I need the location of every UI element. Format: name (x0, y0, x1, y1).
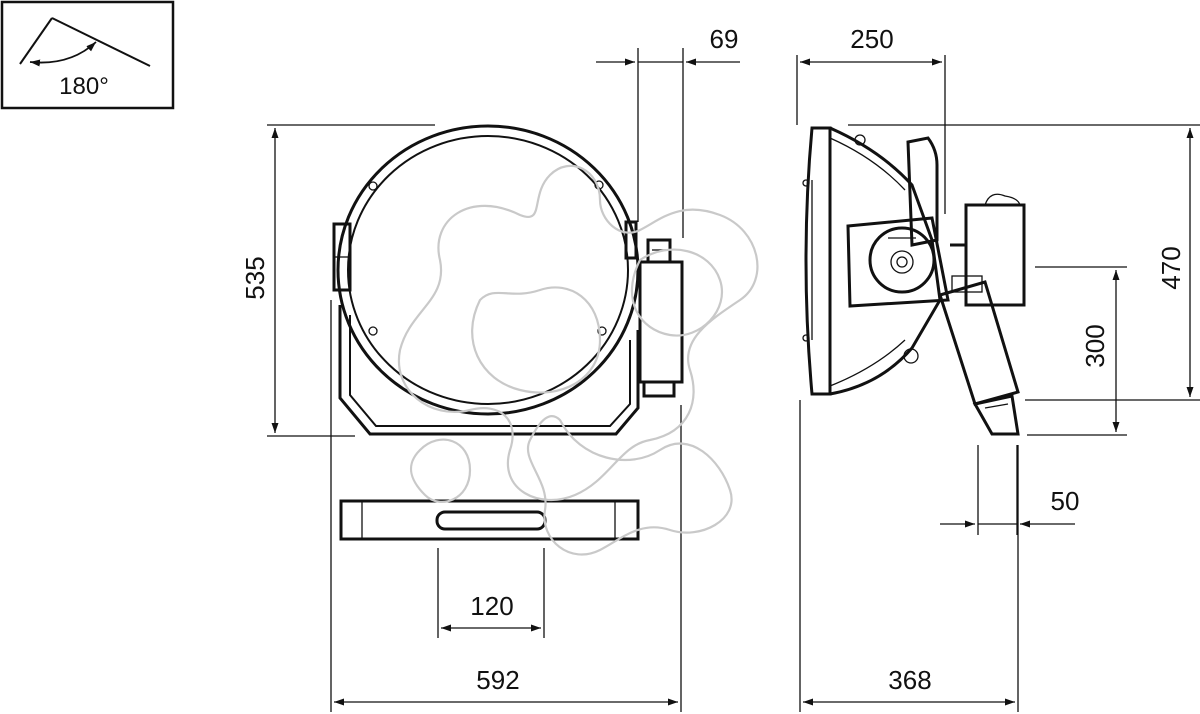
dim-side-depth: 368 (888, 665, 931, 695)
rotation-angle-label: 180° (59, 73, 109, 100)
dim-front-width: 592 (476, 665, 519, 695)
dim-side-depth-top: 250 (850, 24, 893, 54)
dim-bracket-offset: 69 (710, 24, 739, 54)
dim-front-height: 535 (240, 256, 270, 299)
front-view-floodlight (332, 124, 684, 436)
dim-slot-width: 120 (470, 591, 513, 621)
bottom-view-bracket (339, 499, 640, 541)
dim-side-height: 470 (1156, 246, 1186, 289)
watermark-logo (397, 164, 759, 556)
side-view-floodlight (802, 126, 1026, 436)
dim-side-mount-height: 300 (1080, 324, 1110, 367)
dim-side-bracket-width: 50 (1051, 486, 1080, 516)
rotation-angle-icon: 180° (0, 0, 175, 110)
dimension-lines (267, 48, 1200, 712)
